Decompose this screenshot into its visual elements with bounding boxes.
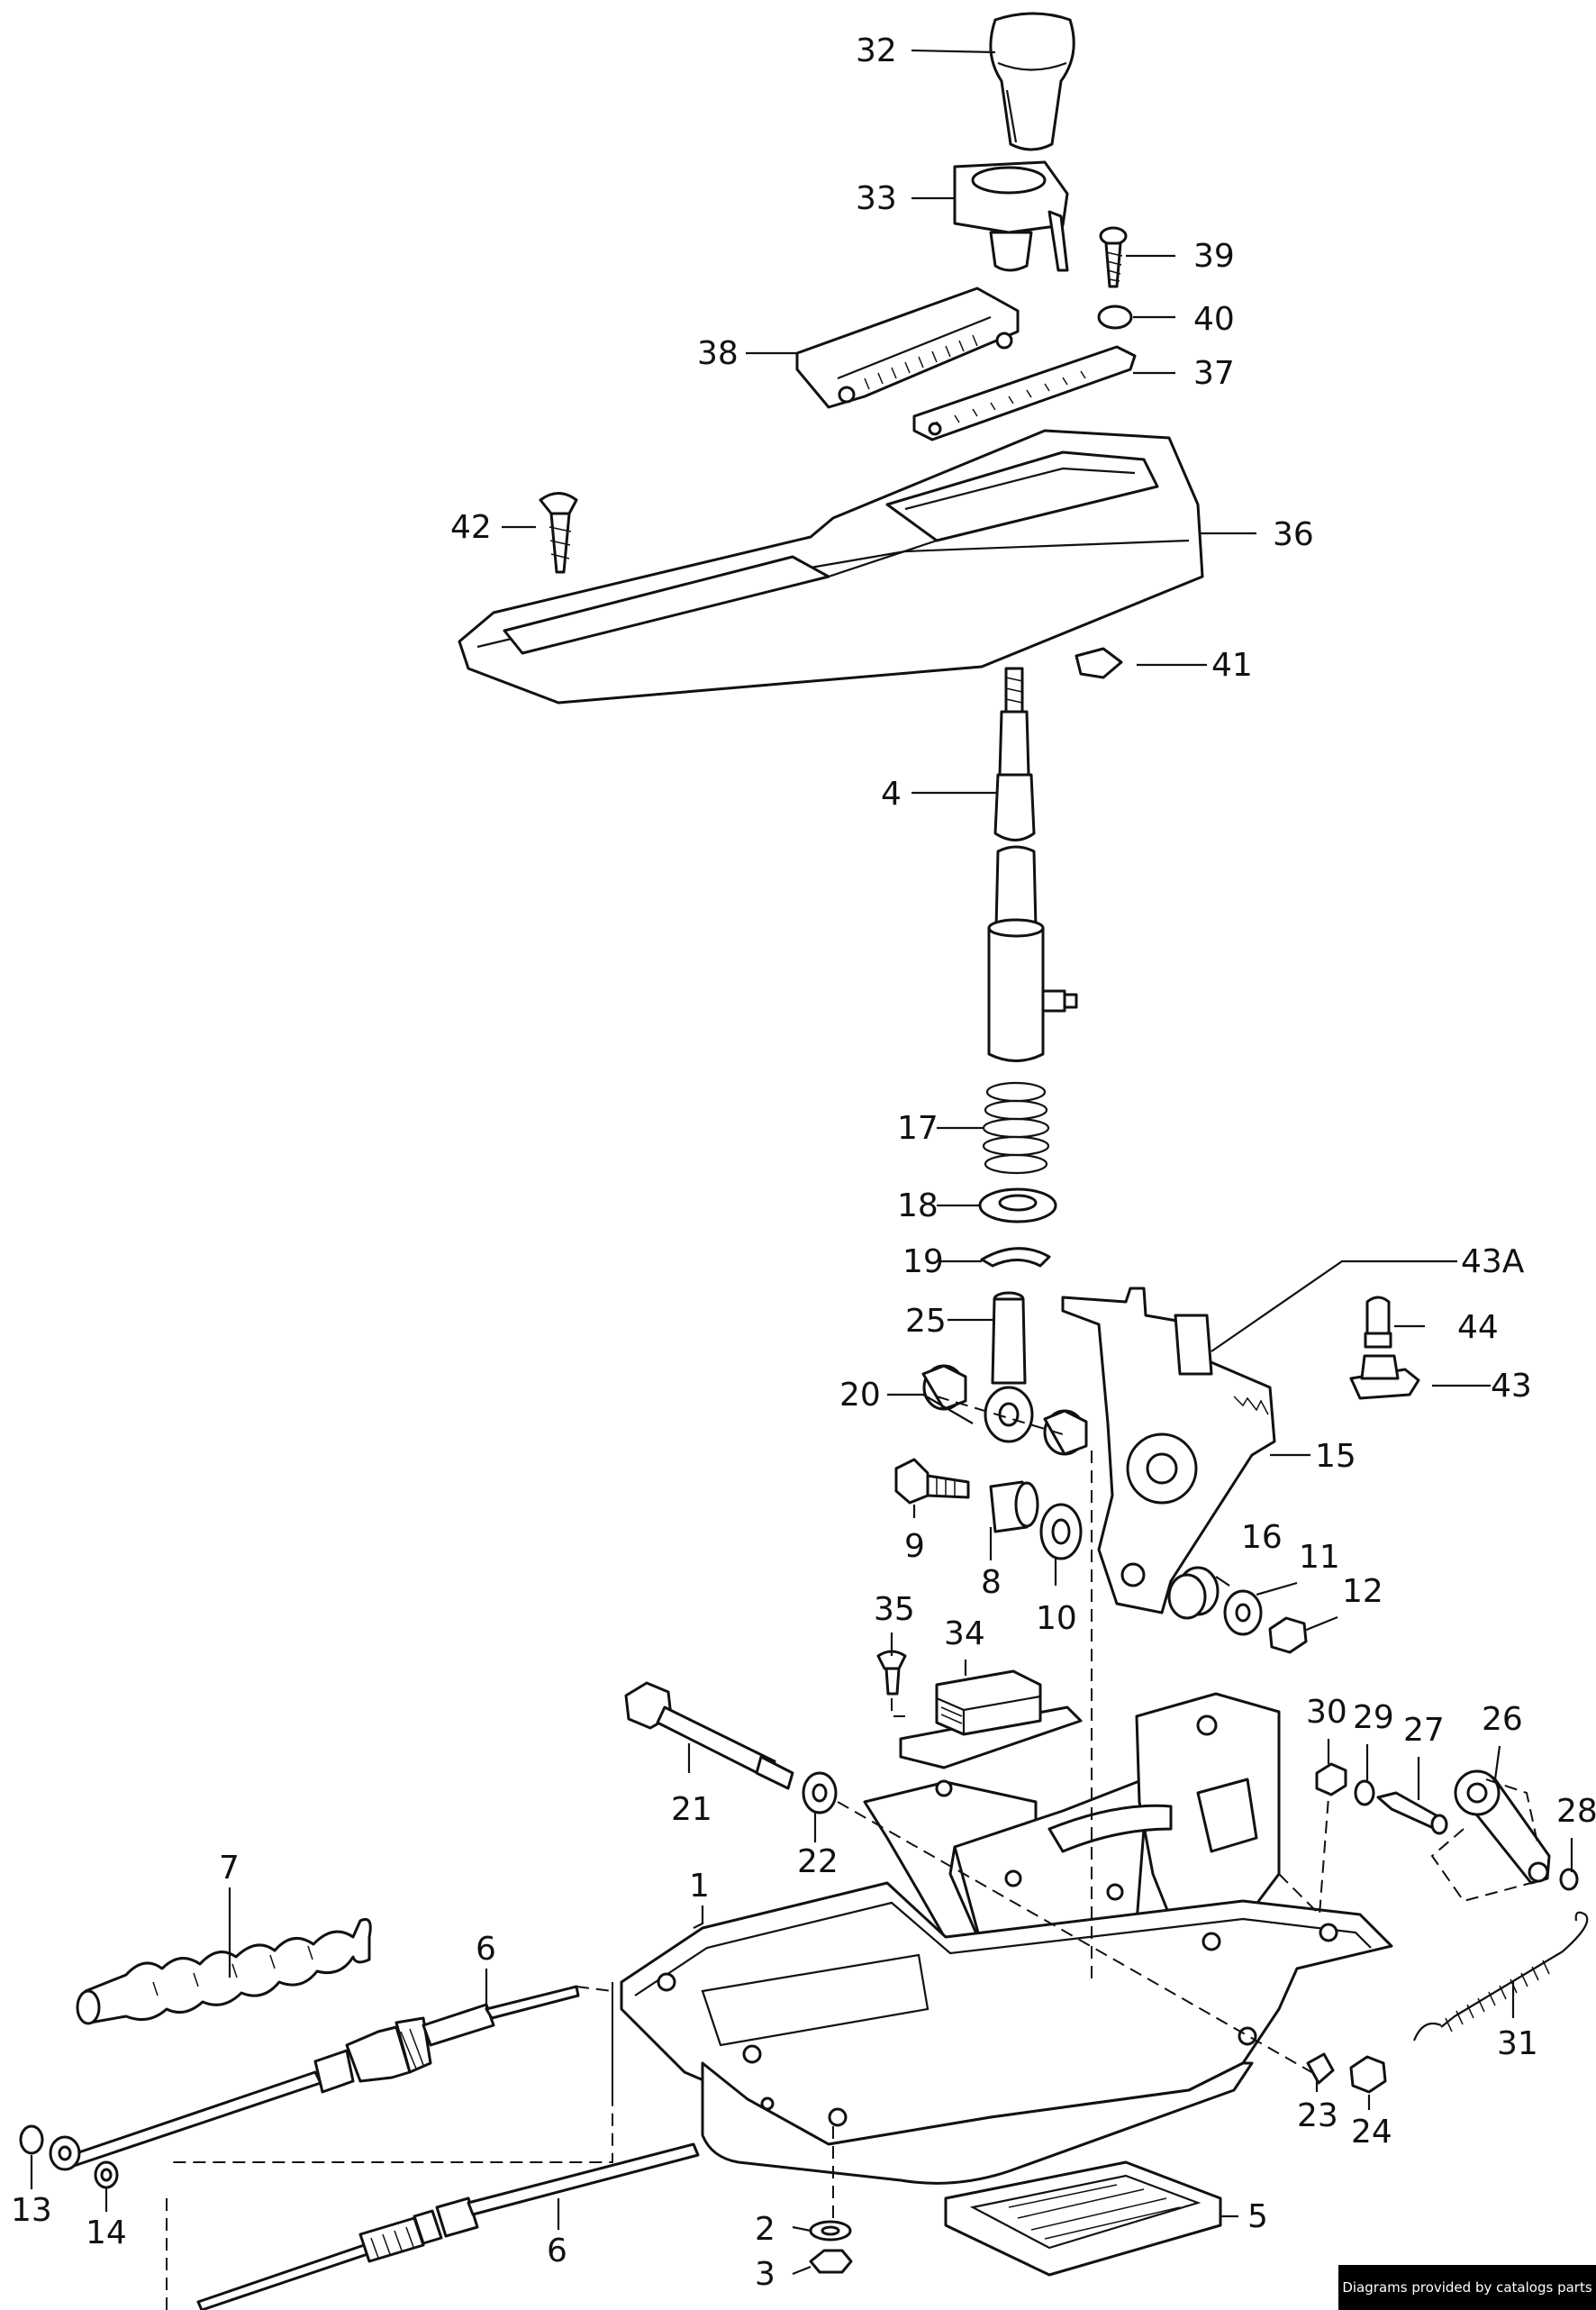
label-15: 15	[1315, 1438, 1356, 1475]
label-22: 22	[797, 1843, 839, 1880]
label-26: 26	[1482, 1701, 1523, 1738]
washer-29	[1354, 1779, 1375, 1806]
label-6-upper: 6	[476, 1931, 496, 1968]
center-console	[458, 429, 1204, 705]
bolt-9	[894, 1458, 970, 1505]
washer-13	[19, 2124, 44, 2155]
label-34: 34	[944, 1615, 985, 1652]
rubber-pad-5	[944, 2160, 1222, 2277]
label-33: 33	[856, 180, 897, 217]
part-labels: 32 33 39 40 38 37 42 36 41 4 17 18 19 43…	[11, 32, 1596, 2293]
label-38: 38	[697, 335, 739, 372]
circlip-19	[980, 1247, 1051, 1268]
label-1: 1	[689, 1868, 710, 1905]
screw-39	[1099, 226, 1128, 288]
label-20: 20	[839, 1377, 881, 1414]
label-25: 25	[905, 1303, 947, 1340]
switch-block-34	[899, 1669, 1083, 1769]
lever-26	[1454, 1769, 1551, 1885]
label-14: 14	[86, 2215, 127, 2251]
washer-23	[1306, 2052, 1335, 2085]
cable-6-lower	[196, 2142, 700, 2310]
label-43A: 43A	[1461, 1243, 1525, 1280]
label-7: 7	[219, 1850, 240, 1887]
label-18: 18	[897, 1187, 939, 1224]
bolt-27	[1376, 1791, 1448, 1835]
bulb-holder-43	[1349, 1354, 1420, 1400]
spring-17	[982, 1081, 1050, 1175]
nut-12	[1268, 1616, 1308, 1654]
leader-lines	[30, 49, 1573, 2276]
washer-2	[809, 2220, 852, 2242]
knob-housing	[953, 160, 1069, 272]
label-11: 11	[1299, 1539, 1340, 1576]
label-36: 36	[1273, 516, 1314, 553]
washer-40	[1097, 305, 1133, 330]
label-10: 10	[1036, 1600, 1077, 1637]
label-44: 44	[1457, 1309, 1499, 1346]
label-35: 35	[874, 1591, 915, 1628]
alignment-lines	[166, 1396, 1329, 2310]
rubber-boot-7	[76, 1918, 372, 2025]
label-43: 43	[1491, 1368, 1532, 1405]
label-9: 9	[904, 1528, 925, 1565]
label-19: 19	[902, 1243, 944, 1280]
nut-3	[809, 2249, 853, 2274]
bushing-13	[49, 2135, 81, 2171]
shift-knob	[989, 12, 1075, 151]
label-13: 13	[11, 2192, 52, 2229]
label-29: 29	[1353, 1699, 1394, 1736]
label-21: 21	[671, 1791, 712, 1828]
label-17: 17	[897, 1110, 939, 1147]
label-28: 28	[1556, 1793, 1596, 1830]
washer-10	[1039, 1503, 1083, 1560]
base-tray-1	[620, 1881, 1393, 2185]
label-6-lower: 6	[547, 2233, 567, 2269]
cover-plate	[795, 286, 1020, 409]
label-32: 32	[856, 32, 897, 69]
label-3: 3	[755, 2256, 775, 2293]
label-12: 12	[1342, 1573, 1383, 1610]
screw-42	[539, 492, 578, 574]
label-41: 41	[1211, 647, 1253, 684]
clip-41	[1075, 647, 1123, 679]
lever-bracket-15	[1061, 1287, 1276, 1614]
bushings-20	[921, 1364, 1088, 1456]
clip-28	[1559, 1868, 1579, 1891]
bushing-16	[1167, 1566, 1220, 1620]
nut-24	[1349, 2055, 1387, 2094]
label-31: 31	[1497, 2025, 1538, 2062]
label-8: 8	[981, 1564, 1002, 1601]
cable-6-upper	[61, 1985, 580, 2169]
label-23: 23	[1297, 2097, 1338, 2134]
label-16: 16	[1241, 1519, 1283, 1556]
label-4: 4	[881, 776, 902, 813]
spring-seat-18	[978, 1187, 1057, 1223]
shift-lever-rod	[987, 667, 1078, 1062]
label-40: 40	[1193, 301, 1235, 338]
label-27: 27	[1403, 1712, 1445, 1749]
label-30: 30	[1306, 1694, 1347, 1731]
indicator-strip	[912, 345, 1137, 441]
bulb-44	[1364, 1296, 1392, 1349]
pivot-lever-25	[984, 1291, 1034, 1443]
spring-31	[1412, 1911, 1589, 2042]
nut-30	[1315, 1762, 1347, 1796]
washer-22	[802, 1771, 838, 1814]
sleeve-8	[989, 1480, 1039, 1533]
bolt-21	[624, 1681, 794, 1790]
credit-badge: Diagrams provided by catalogs parts	[1338, 2265, 1596, 2310]
label-37: 37	[1193, 355, 1235, 392]
screw-35	[876, 1650, 907, 1696]
label-24: 24	[1351, 2114, 1392, 2151]
label-5: 5	[1247, 2198, 1268, 2235]
label-2: 2	[755, 2211, 775, 2248]
clip-14	[94, 2160, 119, 2189]
washer-11	[1223, 1589, 1263, 1636]
label-42: 42	[450, 509, 492, 546]
label-39: 39	[1193, 238, 1235, 275]
